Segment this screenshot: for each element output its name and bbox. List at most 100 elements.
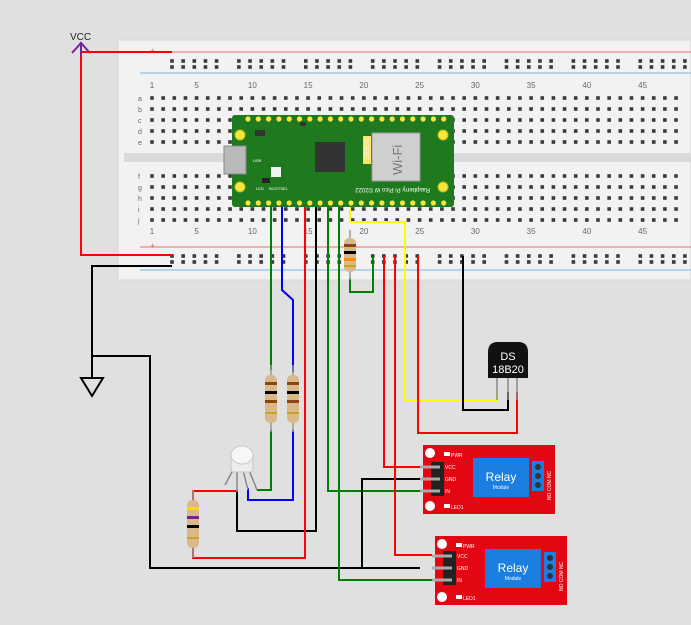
wire-green-led2 <box>257 430 272 491</box>
breadboard-hole <box>172 185 177 189</box>
breadboard-hole <box>504 254 509 258</box>
breadboard-hole <box>651 185 656 189</box>
breadboard-hole <box>616 65 620 69</box>
pico-bootsel-label: BOOTSEL <box>269 186 289 191</box>
breadboard-hole <box>462 185 466 189</box>
breadboard-hole <box>440 207 444 211</box>
breadboard-hole <box>585 207 589 211</box>
breadboard-hole <box>638 254 643 258</box>
breadboard-hole <box>395 107 400 111</box>
breadboard-column-number: 15 <box>304 81 313 90</box>
breadboard-hole <box>406 96 411 100</box>
wire-black-sensor <box>462 256 509 411</box>
breadboard-hole <box>415 59 420 63</box>
breadboard-hole <box>660 260 665 264</box>
breadboard-hole <box>150 196 154 200</box>
breadboard-hole <box>549 260 553 264</box>
pico-pin <box>276 116 282 122</box>
breadboard-hole <box>640 140 645 144</box>
breadboard-hole <box>495 118 500 122</box>
breadboard-hole <box>172 118 177 122</box>
breadboard-hole <box>205 118 210 122</box>
breadboard-hole <box>205 185 210 189</box>
breadboard-hole <box>473 174 478 178</box>
breadboard-hole <box>540 118 545 122</box>
breadboard-hole <box>607 129 611 133</box>
breadboard-hole <box>605 260 609 264</box>
breadboard-hole <box>585 196 589 200</box>
breadboard-hole <box>529 129 533 133</box>
pico-pins <box>245 116 447 206</box>
breadboard-column-number: 45 <box>638 81 647 90</box>
relay1-pin-gnd: GND <box>445 477 457 483</box>
breadboard-hole <box>239 107 243 111</box>
breadboard-hole <box>192 254 197 258</box>
breadboard-column-number: 25 <box>415 227 424 236</box>
breadboard-hole <box>482 59 486 63</box>
breadboard-hole <box>540 129 545 133</box>
breadboard-hole <box>529 174 533 178</box>
breadboard-hole <box>451 107 455 111</box>
wire-vcc-red <box>80 56 172 256</box>
breadboard-hole <box>640 196 645 200</box>
breadboard-hole <box>551 118 556 122</box>
breadboard-hole <box>618 107 623 111</box>
breadboard-hole <box>495 174 500 178</box>
breadboard-hole <box>362 107 366 111</box>
breadboard-hole <box>272 107 277 111</box>
breadboard-hole <box>205 140 210 144</box>
breadboard-column-number: 20 <box>359 81 368 90</box>
breadboard-hole <box>640 107 645 111</box>
breadboard-hole <box>217 207 221 211</box>
wire-red-resistor <box>192 490 237 510</box>
breadboard-hole <box>638 59 643 63</box>
breadboard-hole <box>529 196 533 200</box>
breadboard-hole <box>440 107 444 111</box>
breadboard-hole <box>281 254 286 258</box>
breadboard-hole <box>281 260 286 264</box>
breadboard-hole <box>660 254 665 258</box>
breadboard-hole <box>540 207 545 211</box>
breadboard-hole <box>295 96 299 100</box>
breadboard-hole <box>674 96 678 100</box>
breadboard-hole <box>259 254 263 258</box>
breadboard-hole <box>527 254 531 258</box>
breadboard-hole <box>161 196 165 200</box>
breadboard-hole <box>473 96 478 100</box>
breadboard-column-number: 35 <box>527 81 536 90</box>
breadboard-hole <box>237 65 241 69</box>
breadboard-hole <box>660 59 665 63</box>
breadboard-hole <box>172 207 177 211</box>
breadboard-hole <box>529 207 533 211</box>
breadboard-hole <box>507 218 511 222</box>
breadboard-column-number: 20 <box>359 227 368 236</box>
breadboard-hole <box>596 185 600 189</box>
breadboard-hole <box>616 254 620 258</box>
breadboard-hole <box>217 96 221 100</box>
breadboard-hole <box>181 254 185 258</box>
pico-pin <box>420 200 426 206</box>
breadboard-hole <box>248 59 252 63</box>
breadboard-hole <box>484 174 489 178</box>
breadboard-hole <box>250 207 255 211</box>
breadboard-hole <box>605 59 609 63</box>
breadboard-hole <box>663 129 667 133</box>
breadboard-row-letter: e <box>138 140 142 147</box>
breadboard-hole <box>660 65 665 69</box>
pico-pin <box>389 116 395 122</box>
pico-pin <box>296 116 303 122</box>
breadboard-hole <box>573 174 578 178</box>
breadboard-hole <box>181 65 185 69</box>
pico-board: Wi-Fi DEBUG Raspberry Pi Pico W ©2022 US… <box>223 115 454 207</box>
breadboard-hole <box>618 118 623 122</box>
breadboard-hole <box>473 118 478 122</box>
breadboard-hole <box>640 96 645 100</box>
breadboard-hole <box>362 96 366 100</box>
pico-pin <box>317 200 323 206</box>
breadboard-hole <box>551 185 556 189</box>
breadboard-hole <box>161 129 165 133</box>
breadboard-hole <box>663 218 667 222</box>
breadboard-hole <box>651 218 656 222</box>
